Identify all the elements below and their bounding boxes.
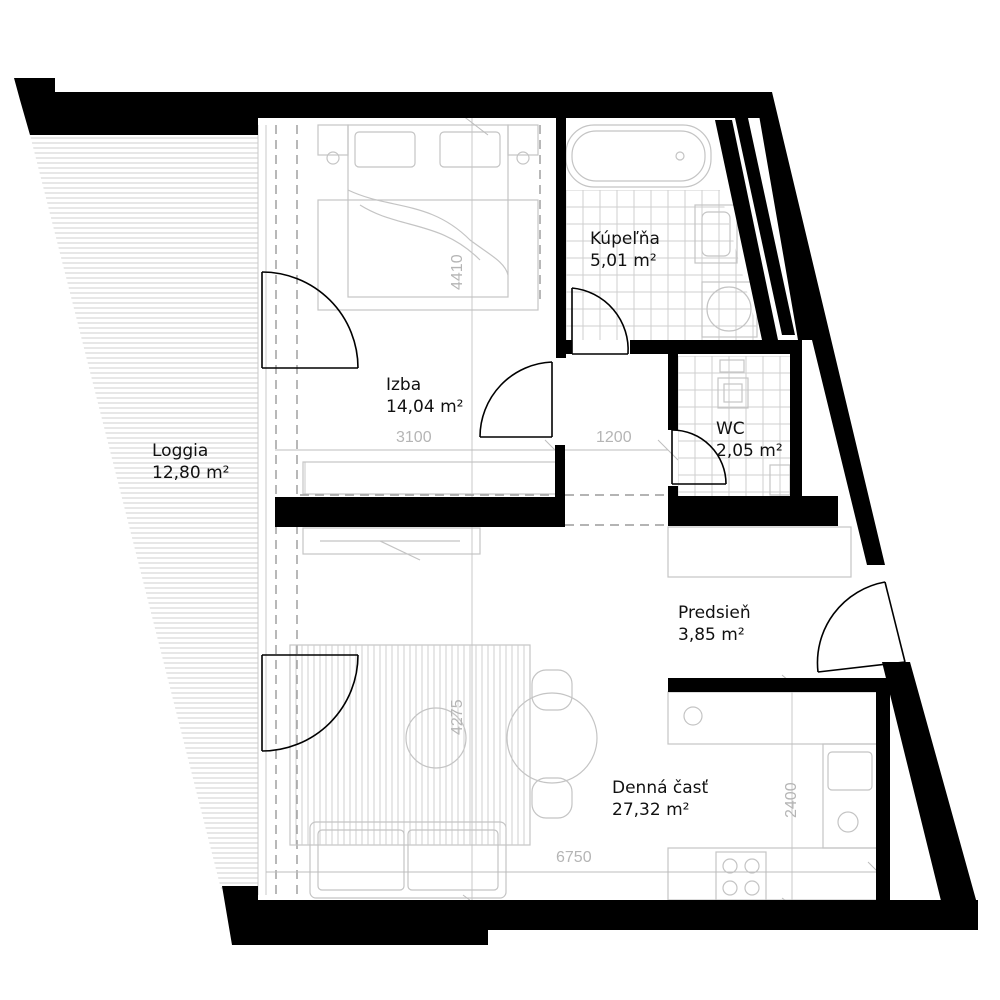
dining-table: [506, 669, 598, 819]
room-name-denna: Denná časť: [612, 778, 709, 798]
dim-corridor-width: 1200: [596, 429, 632, 446]
wall-wc-right: [790, 340, 802, 498]
wall-bottom: [222, 886, 978, 945]
bed: [317, 124, 539, 311]
wall-bath-left: [556, 118, 566, 358]
room-area-izba: 14,04 m²: [386, 397, 463, 417]
dim-living-height: 4275: [449, 699, 466, 735]
wc-tiles: [678, 356, 790, 496]
wall-izba-right: [555, 445, 565, 525]
wall-wc-left: [668, 350, 678, 430]
door-loggia-izba[interactable]: [261, 271, 359, 369]
wall-izba-bottom: [275, 497, 565, 527]
wall-bath-bottom-left: [556, 340, 572, 354]
wall-kitchen-top: [668, 678, 886, 692]
door-wc[interactable]: [671, 429, 727, 485]
wall-right-inner-bath: [715, 120, 778, 340]
hall-cabinet: [667, 526, 852, 578]
room-area-kupelna: 5,01 m²: [590, 251, 657, 271]
room-labels: Loggia 12,80 m² Izba 14,04 m² Kúpeľňa 5,…: [152, 229, 783, 820]
wardrobe: [302, 461, 557, 561]
dimension-labels: 4410 3100 1200 4275 6750 2400: [396, 254, 800, 866]
wall-right-outer: [755, 92, 885, 565]
dim-izba-width: 3100: [396, 429, 432, 446]
wall-right-lower: [882, 662, 978, 930]
room-area-loggia: 12,80 m²: [152, 463, 229, 483]
dashed-lines: [275, 125, 668, 895]
wall-wc-lower-left: [668, 486, 678, 526]
door-bathroom[interactable]: [571, 287, 629, 355]
rug: [289, 644, 531, 846]
room-name-izba: Izba: [386, 375, 421, 395]
dim-kitchen-height: 2400: [783, 782, 800, 818]
wall-top: [14, 78, 770, 135]
bathtub: [565, 124, 712, 188]
room-area-wc: 2,05 m²: [716, 441, 783, 461]
bathroom-sink: [694, 204, 738, 264]
sofa: [309, 821, 507, 899]
wall-izba-corner: [275, 497, 303, 527]
wall-kitchen-right: [876, 678, 890, 900]
dim-izba-height: 4410: [449, 254, 466, 290]
toilet: [717, 359, 749, 409]
wall-right-bath-slit: [735, 118, 795, 335]
coffee-table: [405, 707, 467, 769]
room-area-predsien: 3,85 m²: [678, 625, 745, 645]
walls: [14, 78, 978, 945]
room-name-loggia: Loggia: [152, 441, 208, 461]
room-name-wc: WC: [716, 419, 745, 439]
doors: [261, 271, 906, 752]
room-name-predsien: Predsieň: [678, 603, 751, 623]
wall-wc-bottom: [668, 496, 838, 526]
door-loggia-living[interactable]: [261, 654, 359, 752]
loggia-floor: [30, 137, 258, 889]
wall-bath-bottom: [630, 340, 798, 354]
room-name-kupelna: Kúpeľňa: [590, 229, 660, 249]
room-area-denna: 27,32 m²: [612, 800, 689, 820]
door-entrance[interactable]: [816, 581, 906, 673]
dim-living-width: 6750: [556, 849, 592, 866]
door-izba[interactable]: [479, 361, 553, 438]
